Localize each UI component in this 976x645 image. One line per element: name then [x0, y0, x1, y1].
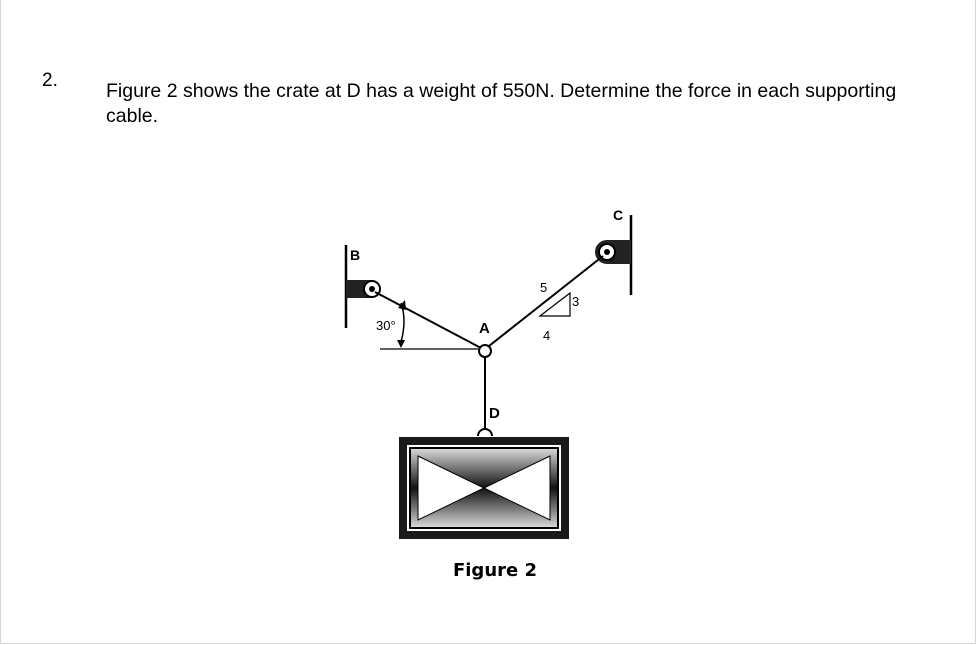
label-c: C [613, 207, 623, 223]
pulley-support-c [595, 240, 631, 264]
label-d: D [489, 405, 500, 422]
question-number: 2. [42, 70, 58, 91]
pulley-support-b [346, 280, 381, 298]
figure-caption: Figure 2 [452, 560, 538, 581]
slope-triangle [538, 291, 571, 317]
cable-ab [374, 291, 482, 349]
crate [399, 437, 569, 539]
label-angle: 30° [376, 318, 396, 333]
cable-ac [488, 255, 604, 347]
question-text: Figure 2 shows the crate at D has a weig… [106, 80, 897, 127]
ring-a [478, 344, 492, 358]
angle-arrow-up [398, 300, 406, 310]
label-slope-hyp: 5 [540, 280, 547, 295]
angle-arrow-down [397, 340, 405, 348]
label-a: A [479, 320, 490, 337]
label-slope-rise: 3 [572, 294, 579, 309]
label-slope-run: 4 [543, 328, 550, 343]
label-b: B [350, 247, 360, 263]
hook-d [477, 428, 493, 437]
